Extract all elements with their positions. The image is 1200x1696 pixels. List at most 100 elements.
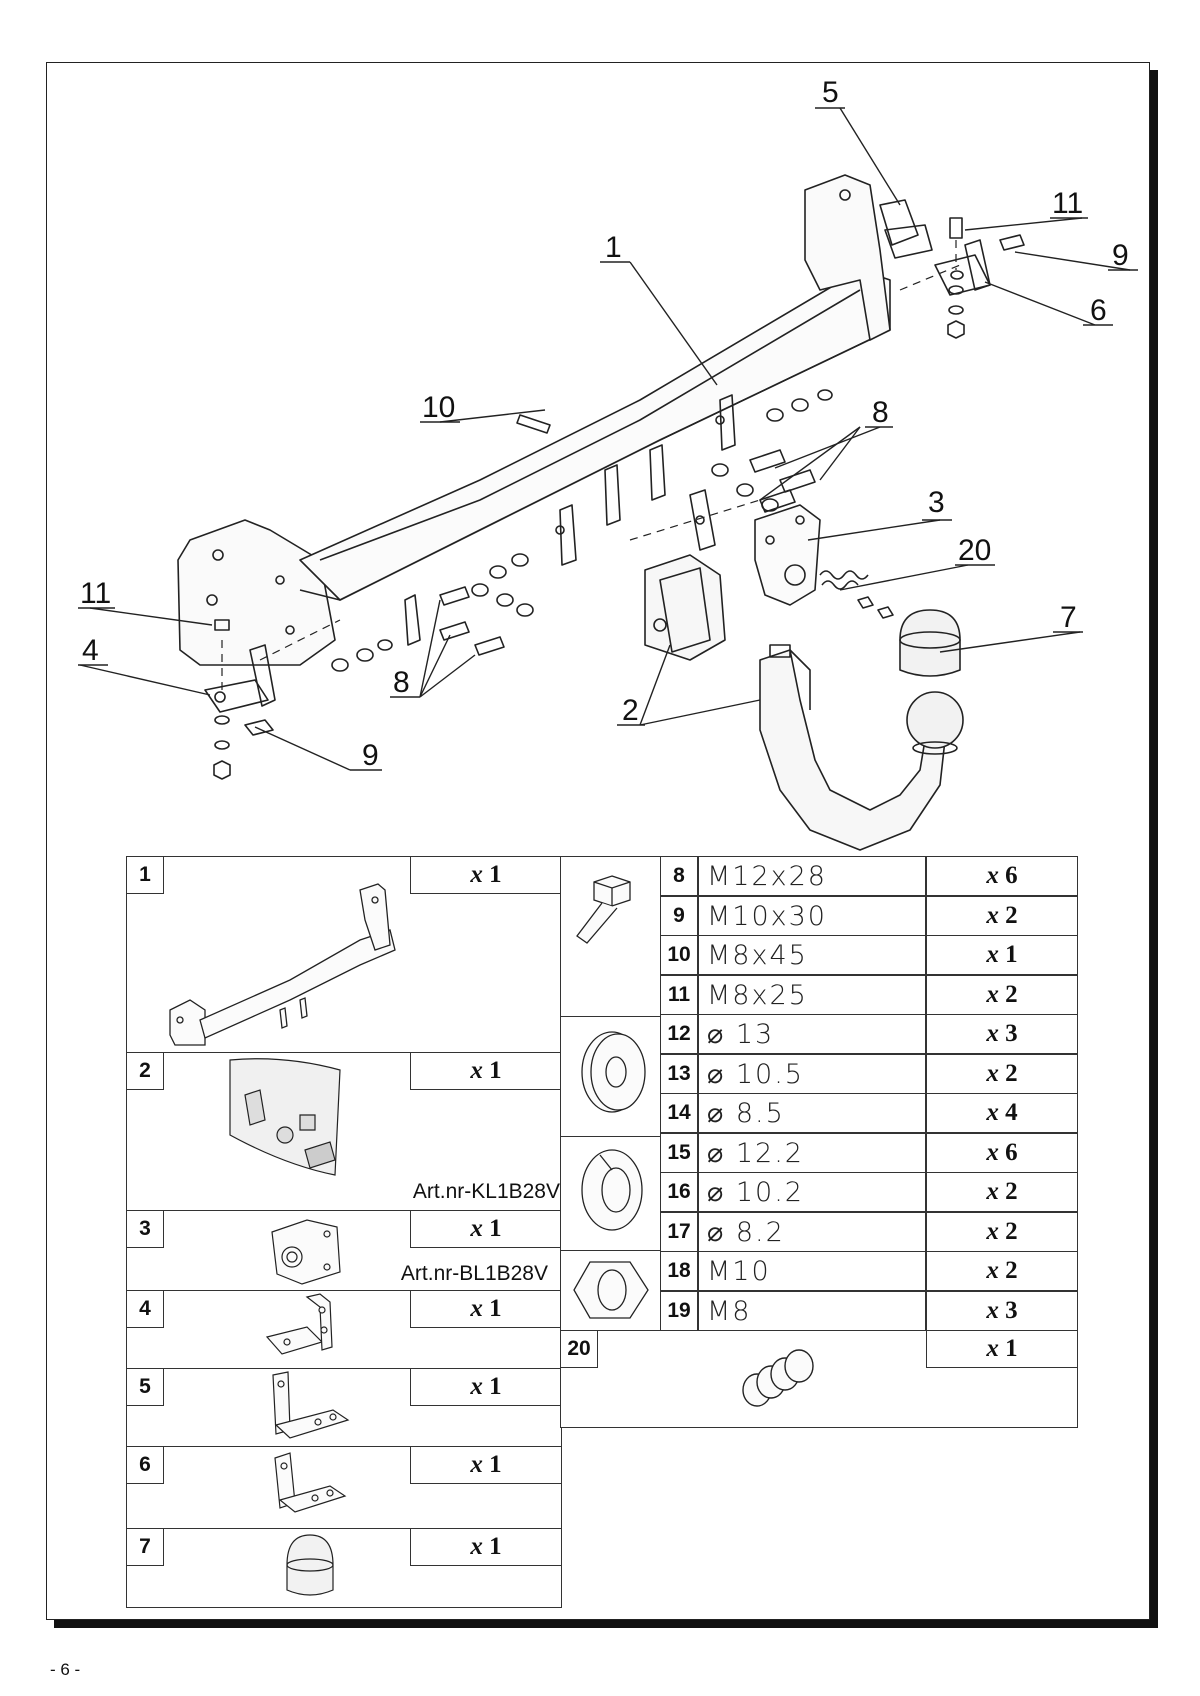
quantity: 1 [1005, 1335, 1018, 1362]
quantity: 4 [1005, 1099, 1018, 1126]
quantity-cell: x 1 [410, 1528, 562, 1566]
part-number: 7 [139, 1535, 151, 1558]
part-number: 9 [673, 904, 685, 927]
leader-lines [79, 107, 1131, 771]
callout-9-right: 9 [1112, 239, 1129, 272]
part-number: 12 [667, 1022, 691, 1045]
part-number-cell: 3 [126, 1210, 164, 1248]
tow-ball-drawing [759, 644, 964, 851]
quantity-cell: x 3 [926, 1291, 1078, 1331]
part-6-thumbnail [274, 1452, 347, 1513]
part-number-cell: 4 [126, 1290, 164, 1328]
part-number: 16 [667, 1180, 691, 1203]
quantity: 2 [1005, 981, 1018, 1008]
part-number: 1 [139, 863, 151, 886]
tow-bar-beam [177, 174, 891, 666]
part-number: 2 [139, 1059, 151, 1082]
part-number: 5 [139, 1375, 151, 1398]
part-number-cell: 5 [126, 1368, 164, 1406]
part-4-thumbnail [265, 1293, 333, 1355]
quantity-cell: x 1 [410, 1052, 562, 1090]
article-number: Art.nr-BL1B28V [400, 1262, 548, 1285]
fastener-size: M12x28 [707, 860, 827, 892]
part-number-cell: 14 [660, 1093, 698, 1133]
part-2-thumbnail [229, 1058, 341, 1176]
fastener-size: M10 [707, 1255, 771, 1287]
ball-cap-drawing [899, 609, 961, 677]
quantity: 2 [1005, 1178, 1018, 1205]
part-number: 10 [667, 943, 691, 966]
fastener-size: M8 [707, 1295, 752, 1327]
fastener-size: M10x30 [707, 900, 827, 932]
quantity-cell: x 4 [926, 1093, 1078, 1133]
quantity: 1 [1005, 941, 1018, 968]
fastener-size: ⌀ 10.5 [707, 1058, 804, 1090]
quantity-cell: x 2 [926, 975, 1078, 1015]
part-number-cell: 11 [660, 975, 698, 1015]
quantity-cell: x 1 [410, 1368, 562, 1406]
quantity: 1 [489, 861, 502, 888]
part-number: 13 [667, 1062, 691, 1085]
part-number: 11 [667, 983, 691, 1006]
size-cell: M8 [698, 1291, 926, 1331]
page-number: - 6 - [50, 1660, 81, 1679]
size-cell: M10x30 [698, 896, 926, 936]
quantity-cell: x 1 [410, 1210, 562, 1248]
part-number-cell: 12 [660, 1014, 698, 1054]
quantity-cell: x 1 [926, 1330, 1078, 1368]
spring-washer-icon [581, 1149, 643, 1231]
fastener-stack-drawing [331, 389, 833, 672]
size-cell: ⌀ 8.5 [698, 1093, 926, 1133]
part-number: 6 [139, 1453, 151, 1476]
bracket-5-6-drawing [879, 199, 1025, 339]
callout-8-left: 8 [393, 666, 410, 699]
quantity-cell: x 6 [926, 856, 1078, 896]
quantity: 2 [1005, 1218, 1018, 1245]
callout-11-left: 11 [80, 577, 111, 610]
quantity: 2 [1005, 1257, 1018, 1284]
electric-kit-drawing [644, 554, 726, 661]
quantity-cell: x 2 [926, 1251, 1078, 1291]
article-number: Art.nr-KL1B28V [412, 1180, 560, 1203]
fastener-size: ⌀ 10.2 [707, 1176, 804, 1208]
part-1-thumbnail [169, 883, 396, 1046]
quantity-cell: x 2 [926, 896, 1078, 936]
part-7-thumbnail [286, 1534, 334, 1596]
part-number: 8 [673, 864, 685, 887]
part-number: 4 [139, 1297, 151, 1320]
quantity: 1 [489, 1533, 502, 1560]
size-cell: M12x28 [698, 856, 926, 896]
part-5-thumbnail [272, 1371, 350, 1439]
part-number: 20 [567, 1337, 591, 1360]
part-number-cell: 8 [660, 856, 698, 896]
callout-11-right: 11 [1052, 187, 1083, 220]
size-cell: ⌀ 10.2 [698, 1172, 926, 1212]
bracket-4-drawing [204, 619, 276, 780]
part-number: 3 [139, 1217, 151, 1240]
fastener-size: M8x25 [707, 979, 808, 1011]
quantity-cell: x 1 [410, 856, 562, 894]
part-number-cell: 15 [660, 1133, 698, 1173]
flat-washer-icon [581, 1031, 646, 1113]
assembly-axes [221, 240, 961, 690]
quantity-cell: x 2 [926, 1212, 1078, 1252]
callout-6: 6 [1090, 294, 1107, 327]
quantity-cell: x 1 [410, 1446, 562, 1484]
quantity-cell: x 1 [926, 935, 1078, 975]
part-number-cell: 16 [660, 1172, 698, 1212]
size-cell: ⌀ 10.5 [698, 1054, 926, 1094]
callout-8-right: 8 [872, 396, 889, 429]
callout-2: 2 [622, 694, 639, 727]
fastener-size: ⌀ 8.2 [707, 1216, 785, 1248]
part-number: 19 [667, 1299, 691, 1322]
callout-5: 5 [822, 76, 839, 109]
size-cell: M8x25 [698, 975, 926, 1015]
part-number-cell: 17 [660, 1212, 698, 1252]
quantity: 6 [1005, 862, 1018, 889]
part-3-thumbnail [271, 1219, 341, 1285]
part-number-cell: 13 [660, 1054, 698, 1094]
spring-drawing [819, 570, 894, 619]
quantity: 1 [489, 1057, 502, 1084]
quantity: 1 [489, 1295, 502, 1322]
